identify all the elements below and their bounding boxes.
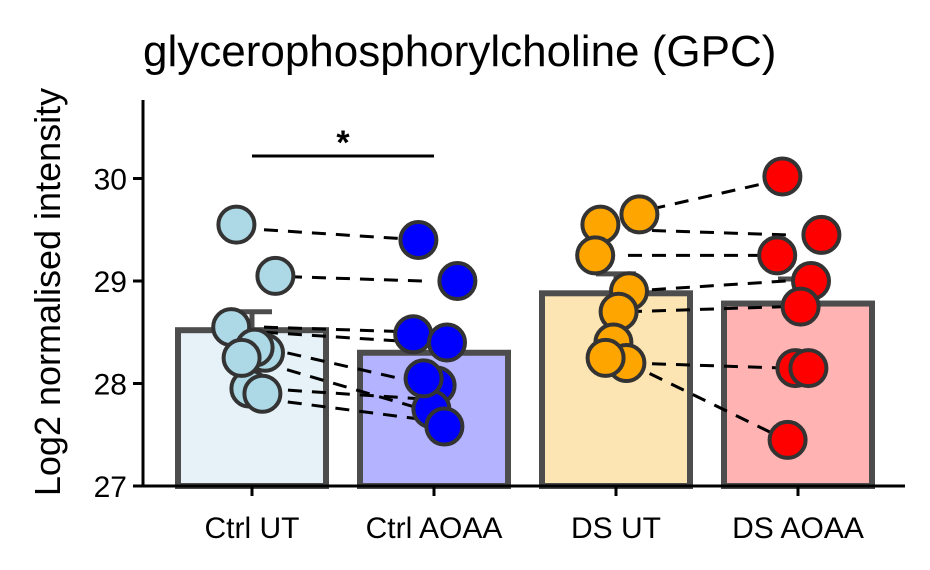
pair-line-1-3 [627, 279, 787, 293]
pair-line-0-5 [263, 361, 423, 411]
pair-line-1-5 [627, 361, 787, 370]
y-axis-label: Log2 normalised intensity [27, 88, 68, 496]
data-point-1-6 [424, 406, 465, 447]
data-point-2-1 [619, 194, 660, 235]
data-point-2-7 [585, 337, 626, 378]
data-point-3-7 [767, 419, 808, 460]
data-point-1-3 [427, 322, 467, 363]
chart-title: glycerophosphorylcholine (GPC) [143, 27, 776, 76]
data-point-1-2 [393, 314, 434, 355]
pair-line-0-6 [263, 387, 423, 401]
data-point-1-1 [437, 261, 478, 301]
data-point-3-6 [788, 348, 829, 389]
data-point-3-0 [762, 156, 803, 197]
pair-line-1-4 [627, 305, 787, 314]
pair-line-0-7 [263, 397, 423, 421]
x-tick-label-1: Ctrl AOAA [366, 512, 503, 545]
data-point-2-2 [575, 235, 616, 276]
data-point-1-0 [398, 220, 439, 260]
data-point-0-1 [255, 255, 296, 296]
x-tick-label-3: DS AOAA [732, 512, 864, 545]
data-point-0-6 [242, 373, 283, 414]
y-tick-label-29: 29 [94, 266, 127, 299]
x-tick-label-0: Ctrl UT [205, 512, 300, 545]
y-tick-label-27: 27 [94, 471, 127, 504]
data-point-1-7 [403, 358, 444, 399]
bar-3 [721, 300, 875, 489]
significance-label-0: * [336, 124, 350, 162]
data-point-0-7 [221, 337, 262, 378]
pair-line-0-4 [263, 346, 423, 385]
data-point-3-4 [780, 286, 821, 327]
y-tick-label-28: 28 [94, 369, 127, 402]
data-point-0-0 [216, 204, 257, 245]
pair-line-0-0 [263, 228, 423, 242]
data-point-3-2 [757, 235, 798, 276]
pair-line-1-6 [627, 361, 787, 442]
y-tick-label-30: 30 [94, 164, 127, 197]
data-point-3-1 [801, 214, 842, 255]
x-tick-label-2: DS UT [571, 512, 661, 545]
pair-line-1-1 [627, 228, 787, 237]
